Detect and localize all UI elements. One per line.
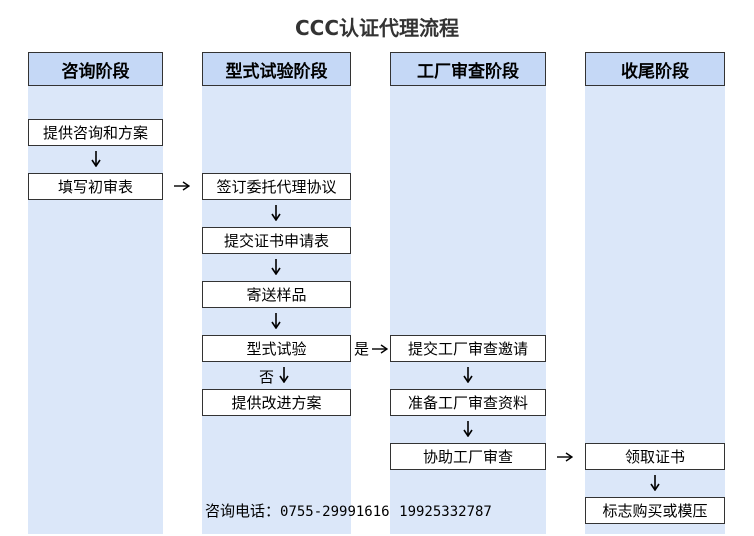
decision-no-label: 否 <box>259 368 275 386</box>
step-prepare-docs: 准备工厂审查资料 <box>390 389 546 416</box>
contact-phone-2: 19925332787 <box>399 504 492 520</box>
step-consult: 提供咨询和方案 <box>28 119 163 146</box>
contact-phone-line: 咨询电话：0755-29991616 19925332787 <box>205 500 492 523</box>
arrow-down-icon <box>279 367 289 383</box>
page-title: CCC认证代理流程 <box>294 16 460 40</box>
step-type-test: 型式试验 <box>202 335 351 362</box>
decision-yes-label: 是 <box>354 340 370 358</box>
step-get-cert: 领取证书 <box>585 443 725 470</box>
phase-header-factory-audit: 工厂审查阶段 <box>390 52 546 86</box>
step-send-samples: 寄送样品 <box>202 281 351 308</box>
step-submit-application: 提交证书申请表 <box>202 227 351 254</box>
arrow-down-icon <box>271 205 281 221</box>
phase-header-consult: 咨询阶段 <box>28 52 163 86</box>
arrow-down-icon <box>271 313 281 329</box>
step-assist-audit: 协助工厂审查 <box>390 443 546 470</box>
arrow-down-icon <box>271 259 281 275</box>
contact-label: 咨询电话： <box>205 502 281 520</box>
arrow-down-icon <box>650 475 660 491</box>
arrow-right-icon <box>174 181 190 191</box>
step-fill-form: 填写初审表 <box>28 173 163 200</box>
arrow-right-icon <box>557 452 573 462</box>
step-submit-invite: 提交工厂审查邀请 <box>390 335 546 362</box>
step-sign-agreement: 签订委托代理协议 <box>202 173 351 200</box>
step-buy-marks: 标志购买或模压 <box>585 497 725 524</box>
phase-header-type-test: 型式试验阶段 <box>202 52 351 86</box>
arrow-right-icon <box>372 344 388 354</box>
arrow-down-icon <box>463 421 473 437</box>
contact-phone-1: 0755-29991616 <box>280 504 390 520</box>
arrow-down-icon <box>463 367 473 383</box>
arrow-down-icon <box>91 151 101 167</box>
step-improve-plan: 提供改进方案 <box>202 389 351 416</box>
phase-header-closing: 收尾阶段 <box>585 52 725 86</box>
